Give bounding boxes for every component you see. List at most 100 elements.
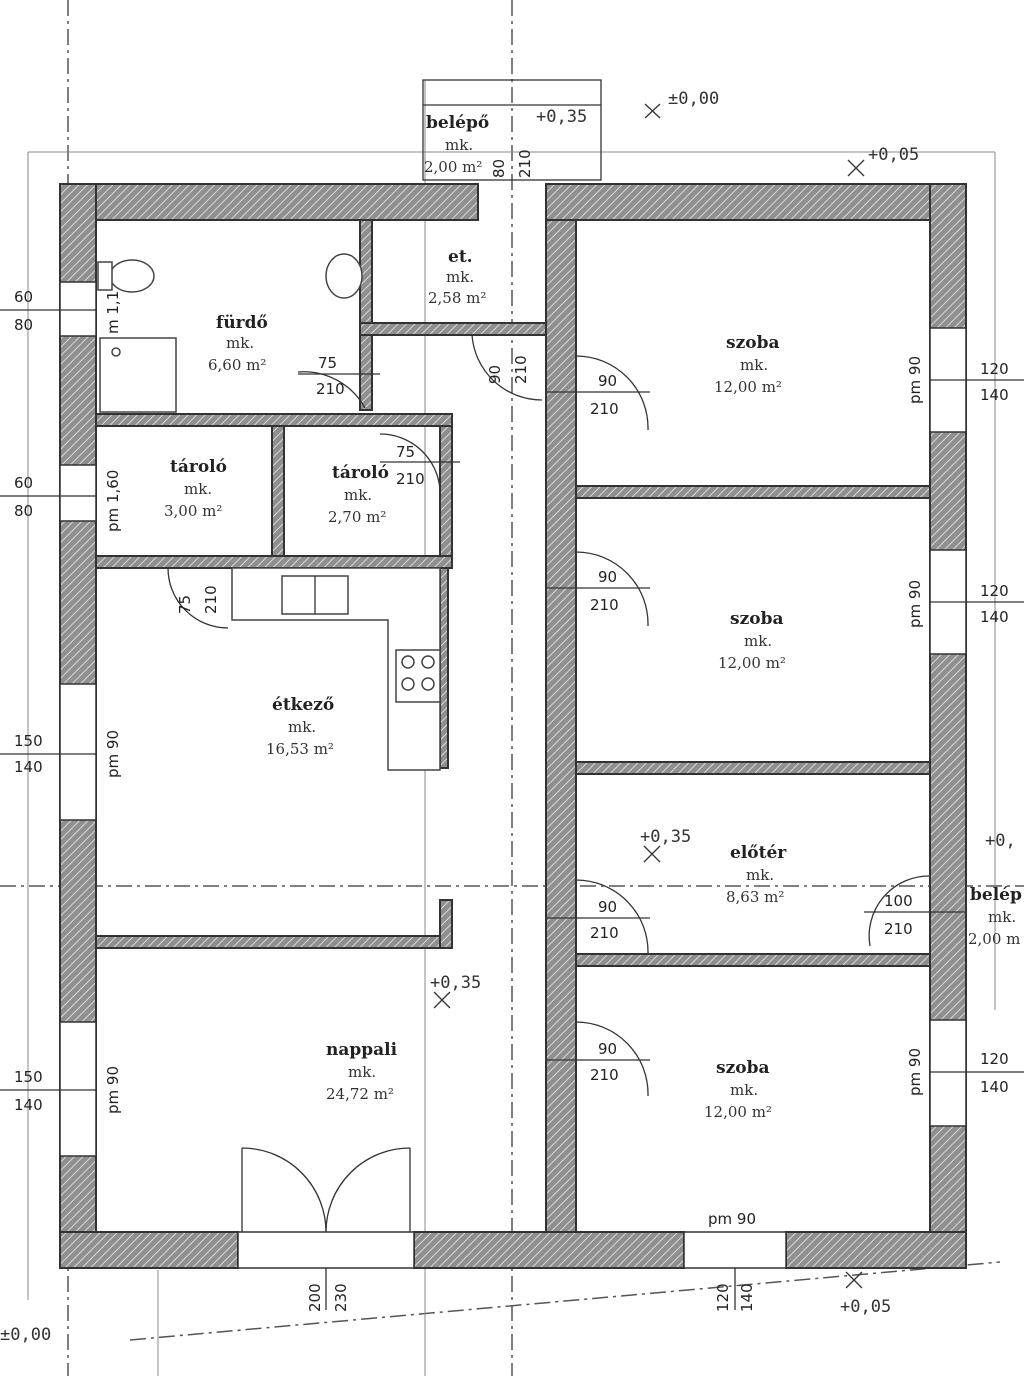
plan-label: szoba	[716, 1058, 769, 1078]
plan-label: 12,00 m²	[704, 1103, 772, 1121]
room-labels: belépő mk. 2,00 m² et. mk. 2,58 m² fürdő…	[164, 113, 1022, 1121]
level-top-right: +0,05	[868, 145, 919, 165]
room-szoba-1: szoba mk. 12,00 m²	[714, 333, 782, 396]
plan-label: 90	[598, 568, 617, 586]
plan-label: étkező	[272, 695, 334, 715]
plan-label: 120	[980, 1050, 1009, 1068]
window-dimensions: 60 80 m 1,1 60 80 pm 1,60 150 140 pm 90 …	[0, 288, 1024, 1312]
plan-label: 200	[306, 1283, 324, 1312]
plan-label: 75	[318, 354, 337, 372]
plan-label: 16,53 m²	[266, 740, 334, 758]
room-belepo-right: belép mk. 2,00 m	[968, 885, 1022, 948]
room-tarolo-1: tároló mk. 3,00 m²	[164, 457, 227, 520]
room-nappali: nappali mk. 24,72 m²	[326, 1040, 398, 1103]
plan-label: szoba	[730, 609, 783, 629]
plan-label: 75	[176, 595, 194, 614]
entry-porch-top	[422, 79, 602, 181]
plan-label: pm 90	[104, 1066, 122, 1114]
level-zero-top: ±0,00	[668, 89, 719, 109]
plan-label: 12,00 m²	[714, 378, 782, 396]
room-szoba-2: szoba mk. 12,00 m²	[718, 609, 786, 672]
plan-label: mk.	[746, 866, 774, 884]
plan-label: 210	[590, 924, 619, 942]
plan-label: pm 1,60	[104, 470, 122, 532]
plan-label: 120	[980, 582, 1009, 600]
plan-label: pm 90	[104, 730, 122, 778]
plan-label: 120	[714, 1283, 732, 1312]
plan-label: tároló	[332, 463, 389, 483]
plan-label: 140	[980, 608, 1009, 626]
plan-label: 140	[738, 1283, 756, 1312]
plan-label: 80	[490, 159, 508, 178]
plan-label: 150	[14, 732, 43, 750]
plan-label: mk.	[288, 718, 316, 736]
plan-label: 210	[590, 1066, 619, 1084]
room-furdo: fürdő mk. 6,60 m²	[208, 313, 268, 374]
plan-label: mk.	[184, 480, 212, 498]
plan-label: 210	[884, 920, 913, 938]
plan-label: 210	[590, 596, 619, 614]
plan-label: 210	[512, 355, 530, 384]
walls	[59, 183, 967, 1269]
plan-label: mk.	[446, 268, 474, 286]
door-dimensions: 80 210 90 210 75 210 75 210 75 210 90 21…	[176, 149, 966, 1084]
plan-label: mk.	[740, 356, 768, 374]
plan-label: 90	[598, 898, 617, 916]
door-swings	[167, 184, 931, 1233]
plan-label: mk.	[348, 1063, 376, 1081]
plan-label: 210	[316, 380, 345, 398]
plan-label: m 1,1	[104, 291, 122, 334]
plan-label: 140	[980, 1078, 1009, 1096]
plan-label: 2,00 m²	[424, 158, 482, 176]
plan-label: belépő	[426, 113, 489, 133]
plan-label: pm 90	[708, 1210, 756, 1228]
plan-label: 2,58 m²	[428, 289, 486, 307]
plan-label: 210	[396, 470, 425, 488]
plan-label: mk.	[344, 486, 372, 504]
plan-label: tároló	[170, 457, 227, 477]
plan-label: 210	[202, 585, 220, 614]
room-szoba-3: szoba mk. 12,00 m²	[704, 1058, 772, 1121]
plan-label: 100	[884, 892, 913, 910]
plan-label: 80	[14, 502, 33, 520]
plan-label: 80	[14, 316, 33, 334]
plan-label: 2,00 m	[968, 930, 1020, 948]
plan-label: et.	[448, 247, 473, 267]
plan-label: 90	[598, 1040, 617, 1058]
plan-label: belép	[970, 885, 1022, 905]
plan-label: 2,70 m²	[328, 508, 386, 526]
level-eloter: +0,35	[640, 827, 691, 847]
level-zero-bottom: ±0,00	[0, 1325, 51, 1345]
plan-label: szoba	[726, 333, 779, 353]
plan-label: mk.	[445, 136, 473, 154]
room-tarolo-2: tároló mk. 2,70 m²	[328, 463, 389, 526]
plan-label: fürdő	[216, 313, 268, 333]
level-entry: +0,35	[536, 107, 587, 127]
plan-label: 75	[396, 443, 415, 461]
plan-label: 210	[516, 149, 534, 178]
plan-label: mk.	[988, 908, 1016, 926]
room-eloter: előtér mk. 8,63 m²	[726, 843, 787, 906]
plan-label: 3,00 m²	[164, 502, 222, 520]
plan-label: mk.	[226, 334, 254, 352]
plan-label: pm 90	[906, 580, 924, 628]
plan-label: 140	[14, 1096, 43, 1114]
plan-label: 210	[590, 400, 619, 418]
plan-label: 6,60 m²	[208, 356, 266, 374]
fixtures	[97, 253, 441, 771]
plan-label: 120	[980, 360, 1009, 378]
plan-label: nappali	[326, 1040, 398, 1060]
plan-label: 8,63 m²	[726, 888, 784, 906]
plan-label: 140	[980, 386, 1009, 404]
level-nappali: +0,35	[430, 973, 481, 993]
level-bottom-right: +0,05	[840, 1297, 891, 1317]
plan-label: mk.	[744, 632, 772, 650]
plan-label: 90	[486, 365, 504, 384]
plan-label: 60	[14, 288, 33, 306]
plan-label: 24,72 m²	[326, 1085, 394, 1103]
plan-label: 150	[14, 1068, 43, 1086]
plan-label: 60	[14, 474, 33, 492]
plan-label: 12,00 m²	[718, 654, 786, 672]
plan-label: pm 90	[906, 1048, 924, 1096]
plan-label: 230	[332, 1283, 350, 1312]
